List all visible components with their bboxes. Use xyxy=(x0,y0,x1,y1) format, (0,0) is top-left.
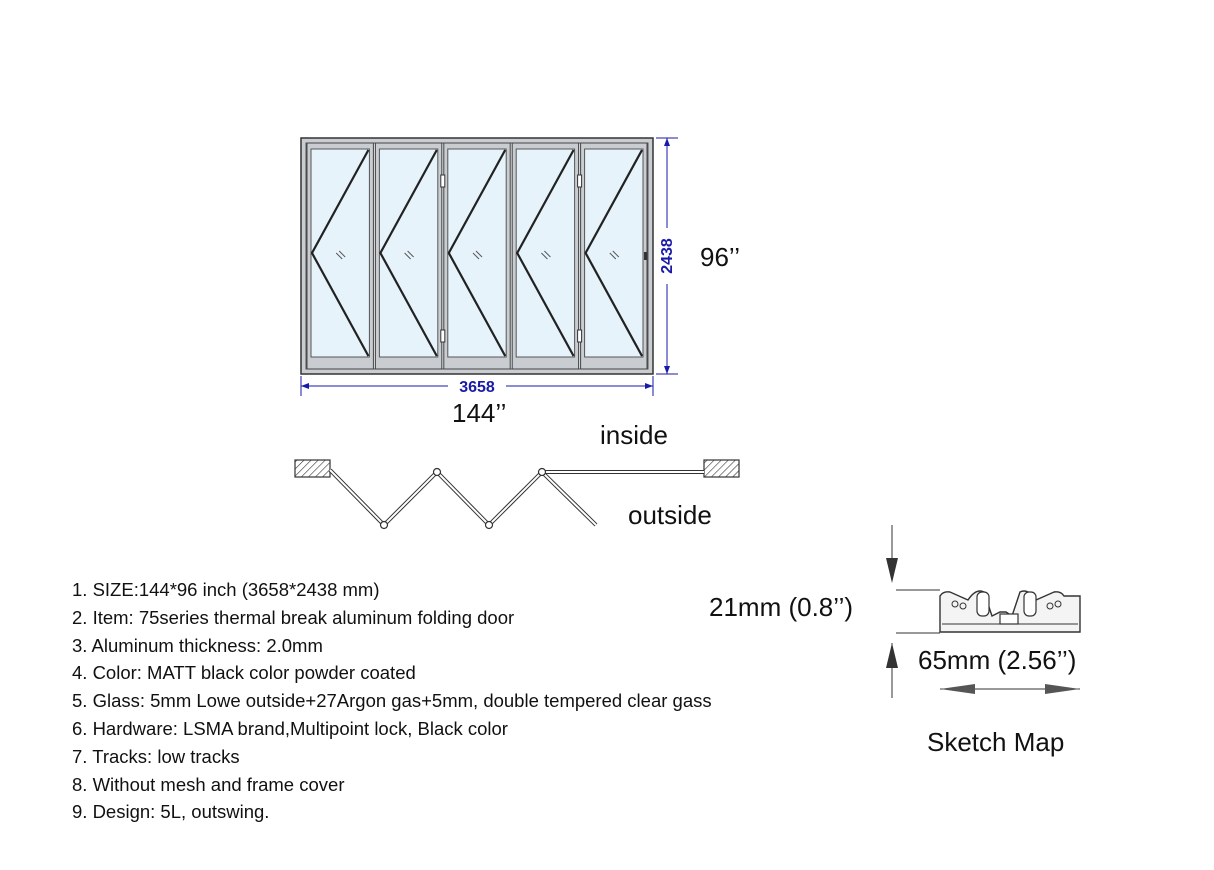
glass-pane xyxy=(310,148,370,358)
width-dimension: 3658 xyxy=(300,376,654,396)
height-dimension: 2438 xyxy=(656,137,678,375)
handle-mark xyxy=(612,250,620,258)
glass-pane xyxy=(378,148,439,358)
door-panels xyxy=(306,142,648,370)
handle-mark xyxy=(472,252,480,260)
swing-indicator xyxy=(515,149,575,357)
handle-mark xyxy=(404,252,411,260)
spec-item: 2. Item: 75series thermal break aluminum… xyxy=(72,606,515,628)
lock-icon xyxy=(644,252,647,260)
spec-item: 3. Aluminum thickness: 2.0mm xyxy=(72,634,323,656)
swing-indicator xyxy=(379,149,438,357)
spec-item: 9. Design: 5L, outswing. xyxy=(72,801,270,823)
height-inch-label: 96’’ xyxy=(700,242,741,272)
profile-sketch xyxy=(886,525,1081,698)
handle-mark xyxy=(609,252,617,260)
spec-list: 1. SIZE:144*96 inch (3658*2438 mm) 2. It… xyxy=(72,576,712,826)
left-wall-hatch xyxy=(294,459,331,478)
hinge-icon xyxy=(440,174,446,188)
width-inch-label: 144’’ xyxy=(452,398,507,428)
spec-item: 6. Hardware: LSMA brand,Multipoint lock,… xyxy=(72,717,508,739)
spec-item: 1. SIZE:144*96 inch (3658*2438 mm) xyxy=(72,579,380,600)
outside-label: outside xyxy=(628,500,712,530)
spec-item: 4. Color: MATT black color powder coated xyxy=(72,662,416,684)
width-mm-label: 3658 xyxy=(459,379,495,396)
handle-mark xyxy=(335,252,343,260)
swing-indicator xyxy=(584,149,643,357)
glass-pane xyxy=(584,148,644,358)
handle-mark xyxy=(338,250,346,258)
right-wall-hatch xyxy=(703,459,740,478)
glass-pane xyxy=(515,148,576,358)
hinge-icon xyxy=(440,329,446,343)
sketch-map-title: Sketch Map xyxy=(927,727,1065,757)
spec-item: 7. Tracks: low tracks xyxy=(72,745,240,767)
profile-width-label: 65mm (2.56’’) xyxy=(918,645,1077,675)
hinge-icon xyxy=(577,329,583,343)
plan-view-diagram xyxy=(294,459,740,530)
inside-label: inside xyxy=(600,420,668,450)
handle-mark xyxy=(544,250,551,258)
swing-indicator xyxy=(447,149,507,357)
hinge-icon xyxy=(577,174,583,188)
handle-mark xyxy=(407,250,414,258)
spec-item: 5. Glass: 5mm Lowe outside+27Argon gas+5… xyxy=(72,690,712,712)
profile-height-label: 21mm (0.8’’) xyxy=(709,592,854,622)
glass-pane xyxy=(447,148,507,358)
height-mm-label: 2438 xyxy=(659,238,676,274)
handle-mark xyxy=(541,252,548,260)
swing-indicator xyxy=(310,149,370,357)
handle-mark xyxy=(475,250,483,258)
spec-item: 8. Without mesh and frame cover xyxy=(72,773,345,795)
